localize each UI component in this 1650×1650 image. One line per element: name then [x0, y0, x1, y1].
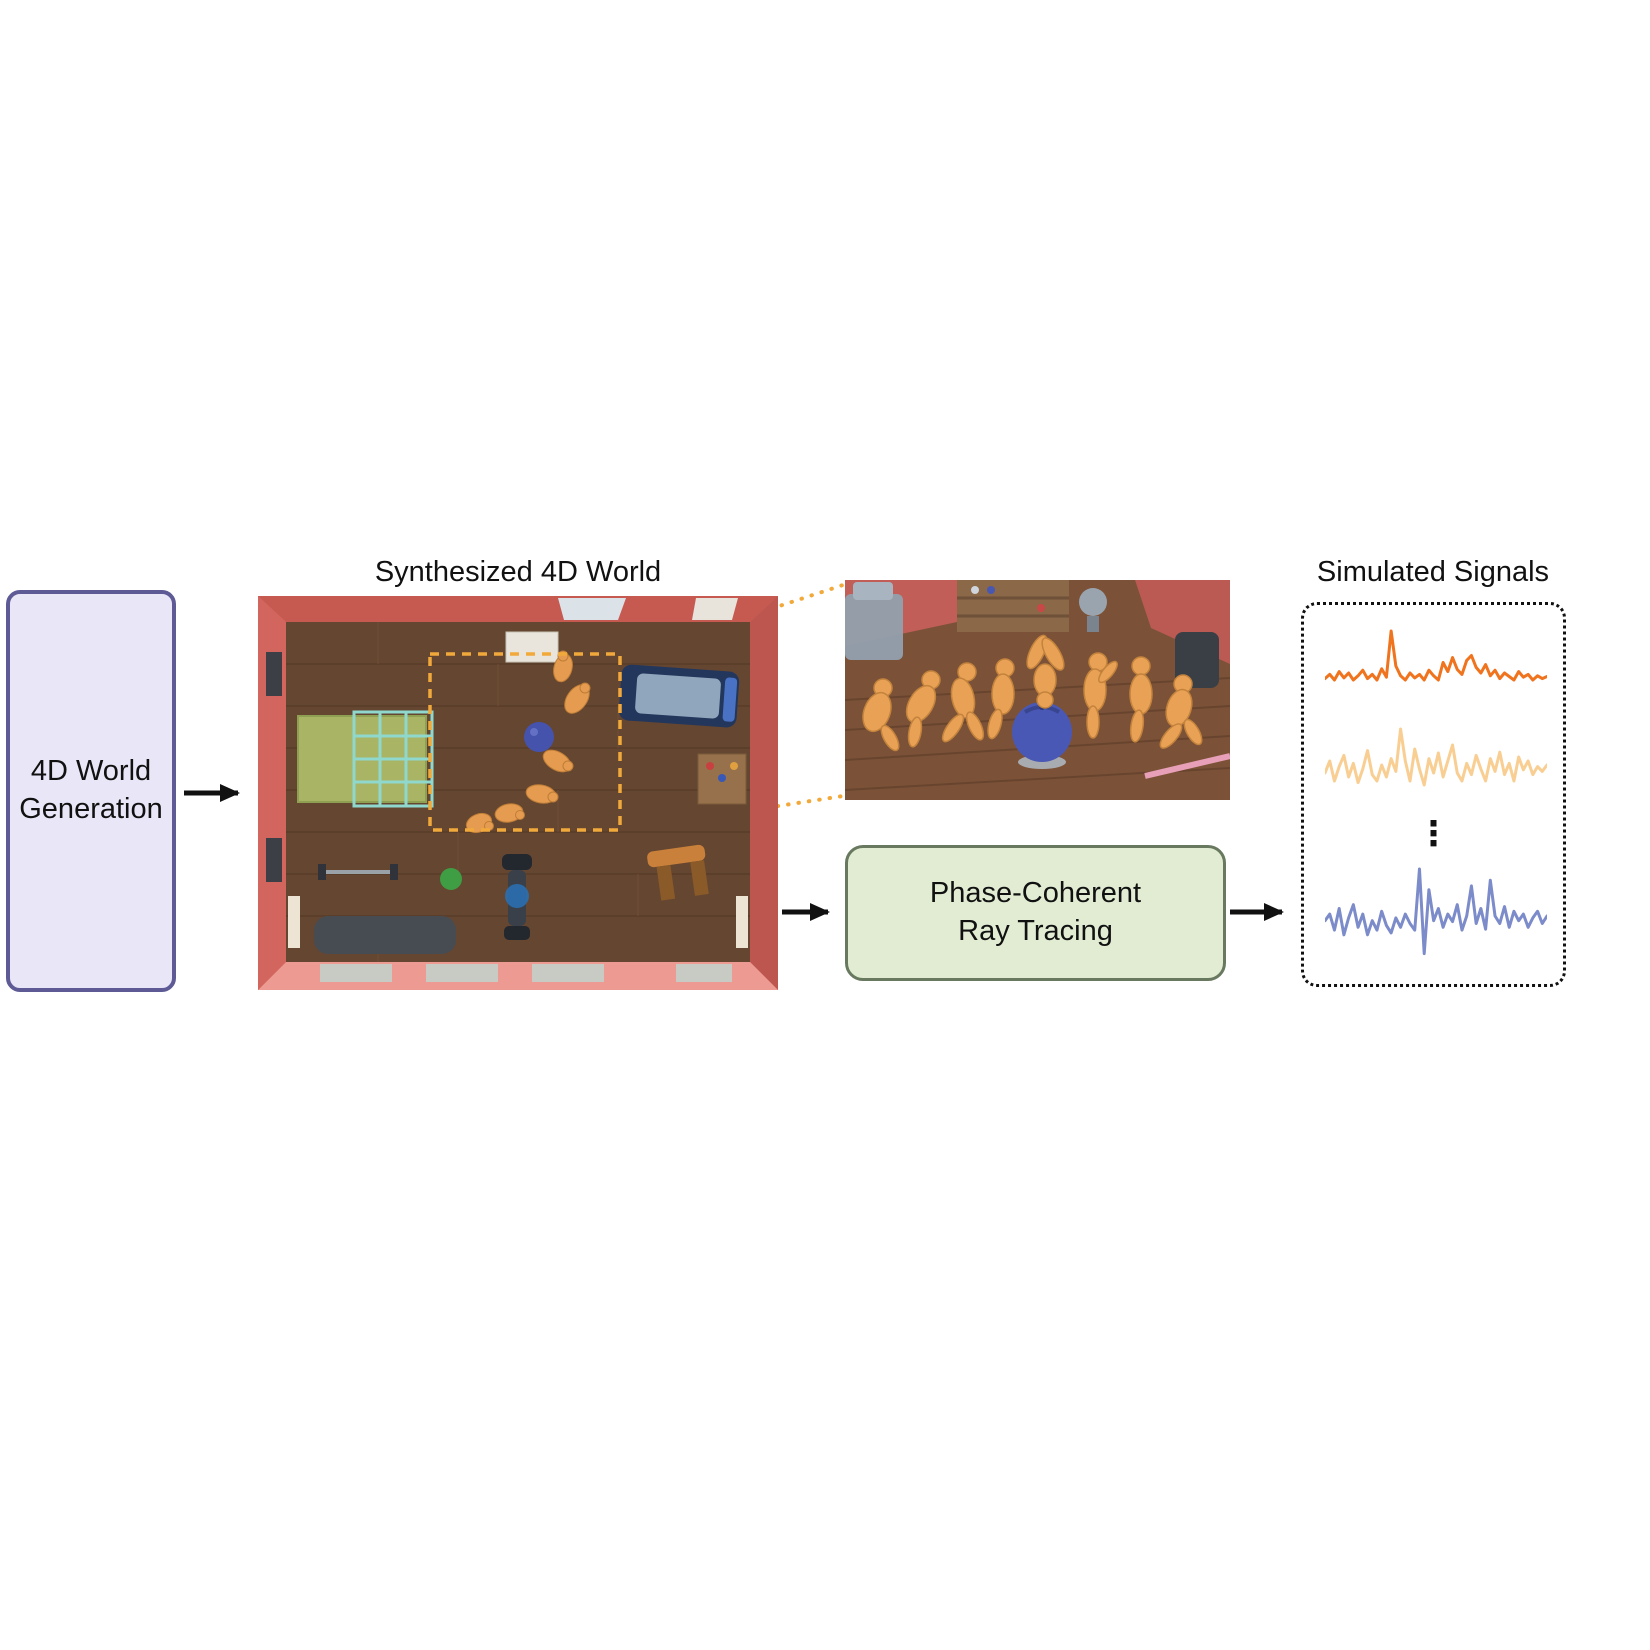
bookshelf [957, 580, 1069, 632]
skylight [558, 598, 626, 620]
human-figures-inset [862, 634, 1203, 752]
blue-exercise-ball [1012, 702, 1072, 769]
blue-ball [524, 722, 554, 752]
dark-chair [1175, 632, 1219, 688]
inset-render [844, 580, 1231, 800]
radiator-right [736, 896, 748, 948]
bottom-windows [320, 964, 732, 982]
bench [314, 916, 456, 954]
dashed-highlight-box [428, 652, 622, 832]
synthesized-world-title: Synthesized 4D World [374, 556, 662, 588]
room-topdown-svg [258, 596, 778, 990]
fan [1079, 588, 1107, 632]
barbell [318, 864, 398, 880]
doorway [692, 598, 738, 620]
simulated-signals-title: Simulated Signals [1316, 556, 1550, 588]
pink-bar [1144, 753, 1231, 779]
shelf-unit [697, 753, 747, 805]
radiator-left [288, 896, 300, 948]
room-render [258, 596, 778, 990]
signals-ellipsis: ⋮ [1416, 815, 1451, 853]
wall-screen-2 [266, 838, 282, 882]
signal-waveform-blue [1325, 867, 1547, 956]
world-generation-label-line1: 4D World [30, 755, 152, 788]
ray-tracing-box: Phase-Coherent Ray Tracing [845, 845, 1226, 981]
signal-waveform-orange [1325, 629, 1547, 682]
simulated-signals-panel: ⋮ [1301, 602, 1566, 987]
inset-svg [844, 580, 1231, 800]
climbing-frame [352, 710, 434, 808]
world-generation-label-line2: Generation [19, 793, 163, 825]
signal-waveform-light-orange [1325, 727, 1547, 787]
wall-screen-1 [266, 652, 282, 696]
elliptical-machine [502, 854, 532, 940]
treadmill [618, 664, 740, 728]
ray-tracing-label-line2: Ray Tracing [958, 915, 1113, 947]
gym-machine-left [845, 582, 903, 660]
green-ball [440, 868, 462, 890]
rowing-bench [647, 844, 709, 901]
white-cabinet [505, 631, 559, 663]
world-generation-box: 4D World Generation [6, 590, 176, 992]
ray-tracing-label-line1: Phase-Coherent [929, 877, 1142, 910]
